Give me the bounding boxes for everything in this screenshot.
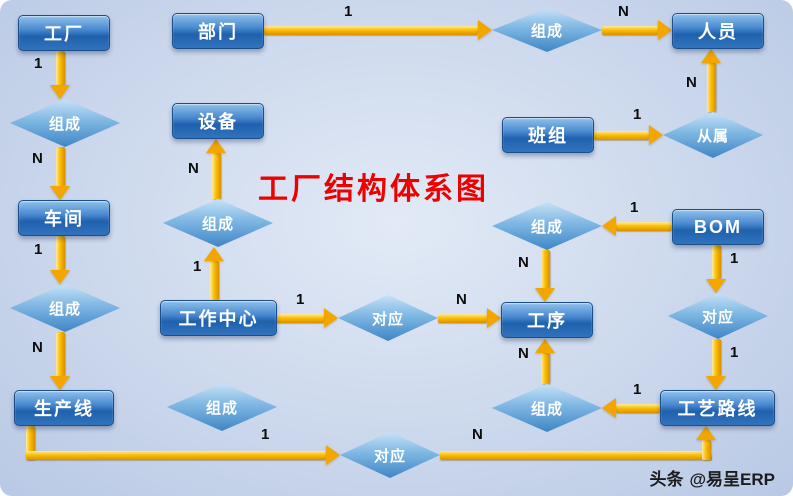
relation-line-wc: 组成 [167, 383, 277, 431]
entity-team: 班组 [502, 117, 594, 153]
arrow-factory-to-compose-head [50, 85, 70, 99]
relation-line-route: 对应 [340, 432, 440, 478]
entity-workshop: 车间 [18, 200, 110, 236]
cardinality-team-subordinate: 1 [633, 106, 642, 123]
entity-equipment: 设备 [172, 103, 264, 139]
entity-department: 部门 [172, 13, 264, 49]
relation-team-personnel: 从属 [663, 112, 763, 158]
arrow-bom-to-compose-head [602, 216, 616, 236]
arrow-department-to-compose-head [478, 20, 492, 40]
relation-wc-equipment: 组成 [163, 199, 273, 247]
arrow-workshop-to-compose-head [50, 270, 70, 284]
arrow-correspond-to-process-route-up-shaft [440, 451, 712, 460]
relation-wc-operation: 对应 [338, 295, 438, 341]
arrow-production-line-to-correspond-vshaft [26, 426, 35, 460]
arrow-department-to-compose-shaft [264, 26, 478, 35]
arrow-team-to-subordinate-head [649, 125, 663, 145]
relation-bom-route: 对应 [668, 293, 768, 339]
arrow-correspond-to-process-route-up-vshaft [702, 440, 711, 460]
entity-factory: 工厂 [18, 15, 110, 51]
arrow-correspond-to-process-route-shaft [712, 339, 721, 376]
relation-workshop-line: 组成 [10, 284, 120, 332]
arrow-production-line-to-correspond-head [326, 445, 340, 465]
arrow-bom-to-correspond-shaft [712, 245, 721, 279]
arrow-compose-to-operation-up-head [535, 339, 555, 353]
cardinality-department-compose: 1 [344, 3, 353, 20]
arrow-bom-to-correspond-head [706, 279, 726, 293]
cardinality-correspond-operation: N [456, 291, 467, 308]
arrow-work-center-to-compose-head [204, 247, 224, 261]
cardinality-process-route-compose: 1 [633, 381, 642, 398]
arrow-compose-to-production-line-head [50, 376, 70, 390]
arrow-compose-to-personnel-shaft [602, 26, 658, 35]
relation-bom-operation: 组成 [492, 202, 602, 250]
arrow-subordinate-to-personnel-head [701, 49, 721, 63]
entity-work-center: 工作中心 [160, 300, 277, 336]
cardinality-compose-operation-up: N [518, 345, 529, 362]
arrow-bom-to-compose-shaft [616, 222, 672, 231]
arrow-factory-to-compose-shaft [56, 51, 65, 85]
cardinality-correspond-process-route: 1 [730, 344, 739, 361]
diagram-title: 工厂结构体系图 [258, 173, 489, 206]
arrow-compose-to-personnel-head [658, 20, 672, 40]
arrow-correspond-to-operation-shaft [438, 314, 487, 323]
cardinality-compose-workshop: N [32, 150, 43, 167]
entity-bom: BOM [672, 209, 764, 245]
cardinality-bom-compose: 1 [630, 199, 639, 216]
arrow-compose-to-workshop-head [50, 186, 70, 200]
cardinality-correspond-process-route-up: N [472, 426, 483, 443]
watermark-handle: @易呈ERP [689, 470, 775, 489]
entity-process-route: 工艺路线 [660, 390, 775, 426]
cardinality-compose-operation: N [518, 254, 529, 271]
relation-factory-workshop: 组成 [10, 99, 120, 147]
arrow-process-route-to-compose-head [602, 398, 616, 418]
arrow-compose-to-equipment-shaft [212, 153, 221, 199]
cardinality-compose-personnel: N [618, 3, 629, 20]
cardinality-production-line-correspond: 1 [261, 426, 270, 443]
cardinality-workshop-compose: 1 [34, 241, 43, 258]
relation-dept-personnel: 组成 [492, 8, 602, 52]
arrow-compose-to-production-line-shaft [56, 332, 65, 376]
arrow-work-center-to-correspond-shaft [276, 314, 324, 323]
arrow-work-center-to-correspond-head [324, 308, 338, 328]
arrow-work-center-to-compose-shaft [210, 261, 219, 300]
entity-operation: 工序 [501, 302, 593, 338]
cardinality-work-center-correspond: 1 [296, 291, 305, 308]
cardinality-subordinate-personnel: N [686, 74, 697, 91]
cardinality-compose-production-line: N [32, 339, 43, 356]
cardinality-compose-equipment: N [188, 160, 199, 177]
arrow-workshop-to-compose-shaft [56, 236, 65, 270]
arrow-team-to-subordinate-shaft [594, 131, 649, 140]
arrow-compose-to-operation-head [535, 288, 555, 302]
arrow-production-line-to-correspond-shaft [26, 451, 326, 460]
arrow-subordinate-to-personnel-shaft [707, 63, 716, 112]
arrow-compose-to-operation-up-shaft [541, 353, 550, 384]
relation-route-operation: 组成 [492, 384, 602, 432]
entity-personnel: 人员 [672, 13, 764, 49]
arrow-compose-to-equipment-head [206, 139, 226, 153]
arrow-correspond-to-process-route-up-head [696, 426, 716, 440]
arrow-compose-to-workshop-shaft [56, 147, 65, 186]
arrow-process-route-to-compose-shaft [616, 404, 660, 413]
arrow-correspond-to-operation-head [487, 308, 501, 328]
arrow-correspond-to-process-route-head [706, 376, 726, 390]
entity-production-line: 生产线 [14, 390, 114, 426]
arrow-compose-to-operation-shaft [541, 250, 550, 288]
watermark: 头条 @易呈ERP [649, 465, 775, 490]
watermark-brand: 头条 [649, 470, 684, 489]
cardinality-bom-correspond: 1 [730, 250, 739, 267]
cardinality-factory-compose: 1 [34, 55, 43, 72]
cardinality-work-center-compose: 1 [193, 258, 202, 275]
